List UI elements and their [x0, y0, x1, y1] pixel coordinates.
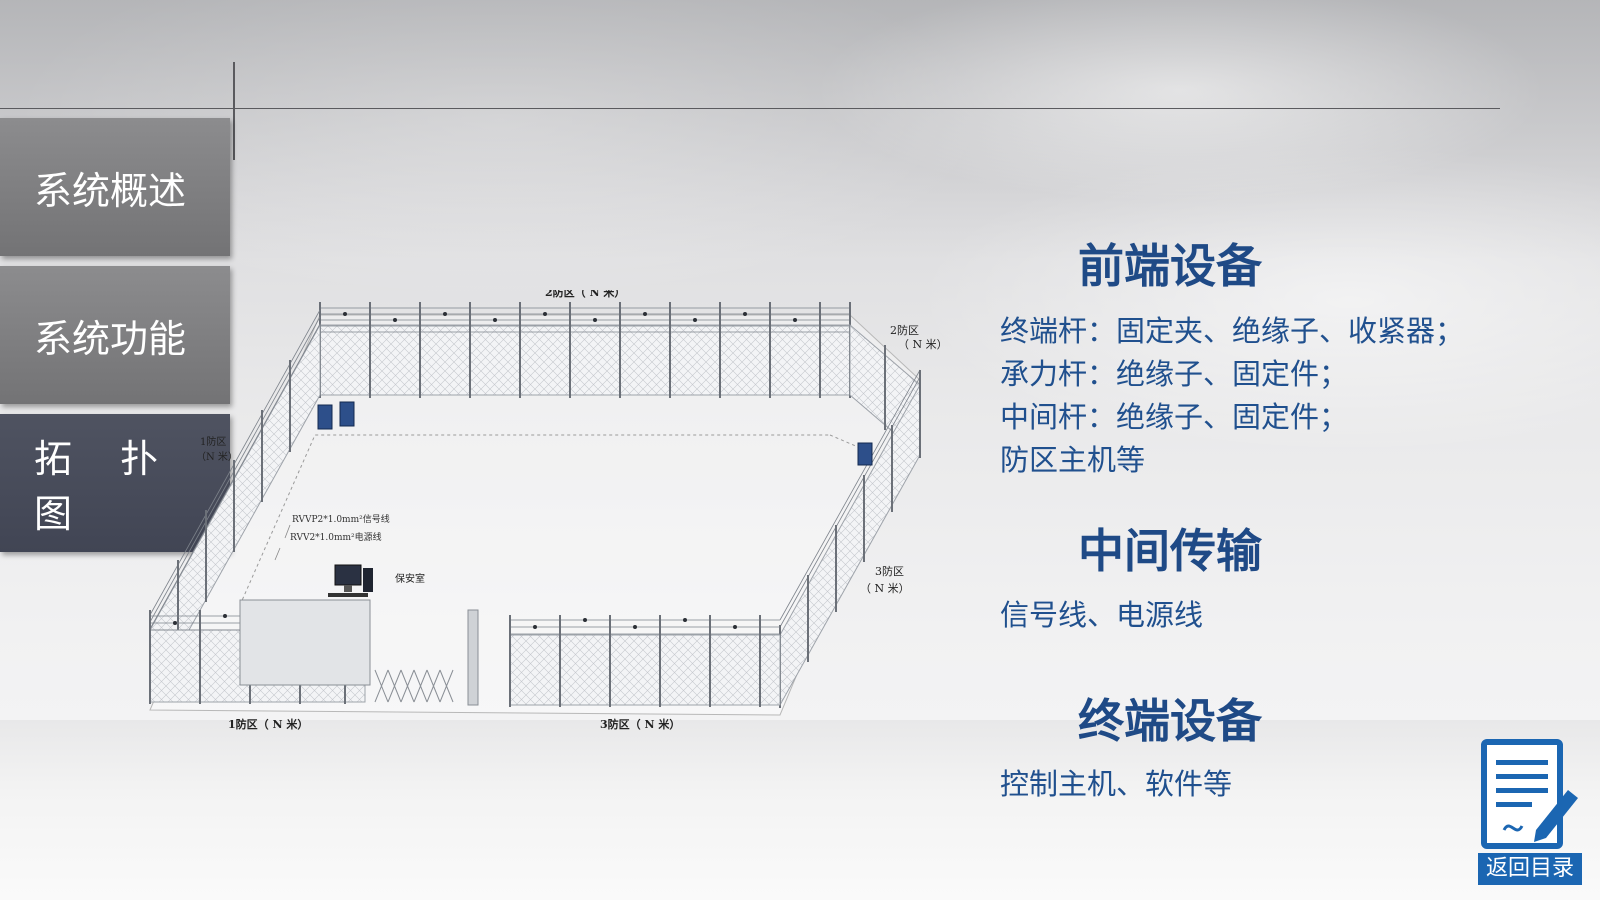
- fence-right: [779, 323, 921, 708]
- label-zone-left: 1防区: [200, 435, 226, 448]
- label-signal-cable: RVVP2*1.0mm²信号线: [292, 513, 390, 525]
- label-zone-right-top-length: （ N 米）: [898, 338, 948, 351]
- gate: [374, 609, 479, 706]
- text-line: 控制主机、软件等: [1000, 767, 1233, 801]
- header-divider-line: [0, 108, 1500, 109]
- back-to-contents-button[interactable]: 返回目录: [1478, 738, 1582, 885]
- section-text-terminal: 控制主机、软件等: [1000, 763, 1232, 806]
- section-text-front: 终端杆：固定夹、绝缘子、收紧器； 承力杆：绝缘子、固定件； 中间杆：绝缘子、固定…: [1000, 310, 1464, 482]
- label-power-cable: RVV2*1.0mm²电源线: [290, 531, 382, 543]
- document-edit-icon: [1481, 739, 1578, 849]
- background-ground: [0, 720, 1600, 900]
- section-text-transport: 信号线、电源线: [1000, 594, 1203, 637]
- header-vertical-line: [233, 62, 235, 160]
- label-zone-bottom-right: 3防区（ N 米）: [600, 717, 680, 731]
- section-title-transport: 中间传输: [1078, 524, 1262, 578]
- label-zone-top: 2防区（ N 米）: [545, 290, 625, 299]
- nav-item-label: 系统功能: [34, 316, 187, 361]
- label-zone-right: 3防区: [875, 564, 904, 578]
- nav-item-topology[interactable]: 拓 扑 图: [0, 414, 230, 552]
- fence-front-right: [509, 615, 781, 707]
- text-line: 防区主机等: [1000, 443, 1146, 477]
- label-zone-right-top: 2防区: [890, 323, 919, 337]
- topology-diagram: RVVP2*1.0mm²信号线 RVV2*1.0mm²电源线 2防区（ N 米）…: [149, 290, 948, 731]
- nav-item-label: 拓 扑 图: [34, 437, 177, 536]
- section-title-front: 前端设备: [1078, 239, 1262, 293]
- section-title-terminal: 终端设备: [1078, 694, 1262, 748]
- text-line: 终端杆：固定夹、绝缘子、收紧器；: [1000, 314, 1465, 348]
- text-line: 承力杆：绝缘子、固定件；: [1000, 357, 1349, 391]
- label-zone-left-length: （N 米）: [196, 450, 238, 463]
- label-zone-bottom-left: 1防区（ N 米）: [228, 717, 308, 731]
- nav-item-overview[interactable]: 系统概述: [0, 118, 230, 256]
- zone-host-icon: [317, 401, 873, 466]
- text-line: 中间杆：绝缘子、固定件；: [1000, 400, 1349, 434]
- background-sky: [0, 0, 1600, 260]
- text-line: 信号线、电源线: [1000, 598, 1204, 632]
- label-guard-room: 保安室: [395, 572, 425, 585]
- label-zone-right-length: （ N 米）: [860, 582, 910, 595]
- back-to-contents-label: 返回目录: [1478, 853, 1582, 885]
- nav-item-label: 系统概述: [34, 168, 187, 213]
- guard-room: [239, 564, 373, 686]
- nav-item-functions[interactable]: 系统功能: [0, 266, 230, 404]
